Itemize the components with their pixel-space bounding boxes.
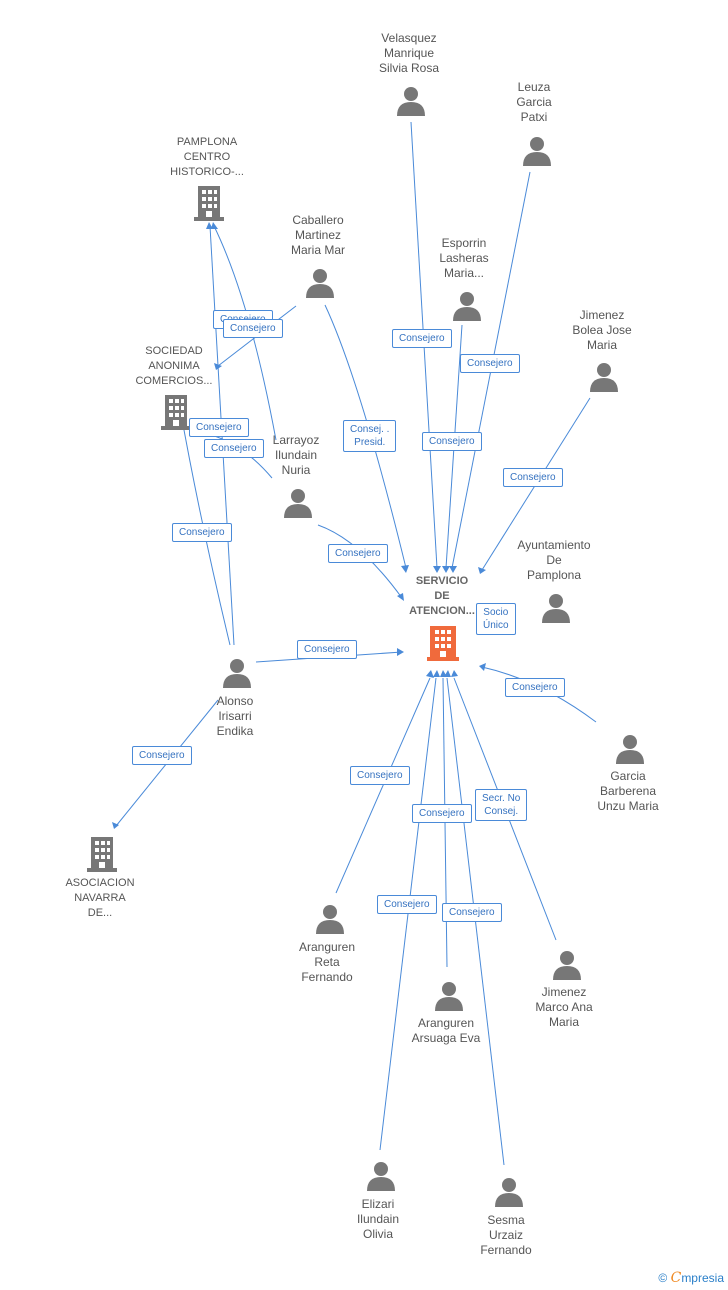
person-icon[interactable]: [316, 904, 344, 934]
person-label-aranguren-reta[interactable]: Aranguren Reta Fernando: [298, 940, 356, 984]
company-building-icon[interactable]: [160, 393, 192, 431]
person-label-jimenez-marco[interactable]: Jimenez Marco Ana Maria: [535, 985, 593, 1029]
edge-label-consejero[interactable]: Consejero: [505, 678, 565, 697]
person-icon[interactable]: [616, 734, 644, 764]
person-icon[interactable]: [553, 950, 581, 980]
edge-label-consejero[interactable]: Consejero: [442, 903, 502, 922]
edge-label-consejero[interactable]: Consejero: [392, 329, 452, 348]
person-icon[interactable]: [397, 86, 425, 116]
person-icon[interactable]: [542, 593, 570, 623]
person-label-aranguren-arsuaga[interactable]: Aranguren Arsuaga Eva: [411, 1016, 481, 1045]
person-icon[interactable]: [495, 1177, 523, 1207]
main-company-label[interactable]: SERVICIO DE ATENCION...: [409, 575, 475, 617]
person-label-sesma[interactable]: Sesma Urzaiz Fernando: [480, 1213, 532, 1257]
edge-label-consejero[interactable]: Consejero: [172, 523, 232, 542]
company-label-asociacion[interactable]: ASOCIACION NAVARRA DE...: [65, 877, 135, 919]
person-label-jimenez-bolea[interactable]: Jimenez Bolea Jose Maria: [572, 308, 632, 352]
person-icon[interactable]: [223, 658, 251, 688]
person-icon[interactable]: [523, 136, 551, 166]
brand-name: mpresia: [681, 1271, 724, 1285]
person-icon[interactable]: [306, 268, 334, 298]
person-label-alonso[interactable]: Alonso Irisarri Endika: [216, 694, 254, 738]
edge-label-consej-presid[interactable]: Consej. . Presid.: [343, 420, 397, 452]
person-label-velasquez[interactable]: Velasquez Manrique Silvia Rosa: [378, 31, 440, 75]
person-label-garcia[interactable]: Garcia Barberena Unzu Maria: [597, 769, 659, 813]
edge-label-consejero[interactable]: Consejero: [204, 439, 264, 458]
edge-label-consejero[interactable]: Consejero: [297, 640, 357, 659]
arrowheads: [112, 222, 486, 829]
edge-label-consejero[interactable]: Consejero: [350, 766, 410, 785]
main-company-building-icon[interactable]: [427, 624, 459, 662]
edge-label-consejero[interactable]: Consejero: [422, 432, 482, 451]
person-icon[interactable]: [367, 1161, 395, 1191]
person-label-elizari[interactable]: Elizari Ilundain Olivia: [356, 1197, 400, 1241]
person-label-larrayoz[interactable]: Larrayoz Ilundain Nuria: [272, 433, 320, 477]
company-building-icon[interactable]: [86, 835, 118, 873]
edge-label-socio-unico[interactable]: Socio Único: [476, 603, 516, 635]
person-icon[interactable]: [453, 291, 481, 321]
company-building-icon[interactable]: [193, 184, 225, 222]
edge-label-consejero[interactable]: Consejero: [132, 746, 192, 765]
brand-logo[interactable]: © Cmpresia: [658, 1270, 724, 1286]
person-label-ayuntamiento[interactable]: Ayuntamiento De Pamplona: [517, 538, 591, 582]
person-label-caballero[interactable]: Caballero Martinez Maria Mar: [290, 213, 345, 257]
edge-aranguren-reta-main: [335, 677, 431, 894]
person-icon[interactable]: [435, 981, 463, 1011]
edge-label-consejero[interactable]: Consejero: [377, 895, 437, 914]
person-label-esporrin[interactable]: Esporrin Lasheras Maria...: [439, 236, 489, 280]
person-icon[interactable]: [590, 362, 618, 392]
person-label-leuza[interactable]: Leuza Garcia Patxi: [516, 80, 552, 124]
company-label-pamplona[interactable]: PAMPLONA CENTRO HISTORICO-...: [170, 136, 244, 178]
edge-label-consejero[interactable]: Consejero: [460, 354, 520, 373]
brand-first-letter: C: [670, 1270, 682, 1286]
company-label-sociedad[interactable]: SOCIEDAD ANONIMA COMERCIOS...: [135, 345, 213, 387]
copyright-symbol: ©: [658, 1271, 668, 1285]
person-icon[interactable]: [284, 488, 312, 518]
edge-caballero-main: [324, 304, 407, 569]
edge-label-secr-no-consej[interactable]: Secr. No Consej.: [475, 789, 528, 821]
edge-label-consejero[interactable]: Consejero: [189, 418, 249, 437]
edge-label-consejero[interactable]: Consejero: [328, 544, 388, 563]
edge-label-consejero[interactable]: Consejero: [223, 319, 283, 338]
edge-label-consejero[interactable]: Consejero: [412, 804, 472, 823]
edge-label-consejero[interactable]: Consejero: [503, 468, 563, 487]
edge-elizari-main: [379, 677, 437, 1151]
